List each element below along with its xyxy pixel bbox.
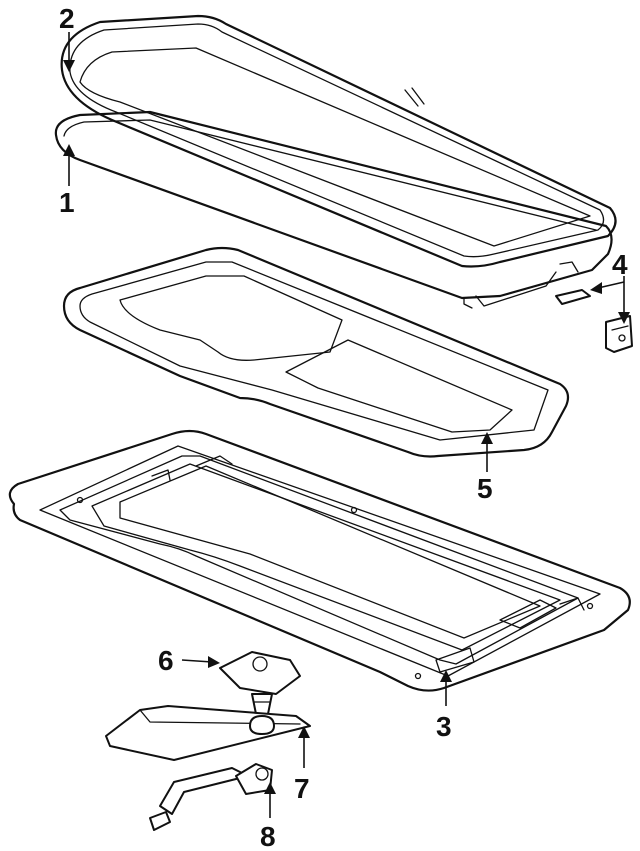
part-4-bracket (555, 289, 633, 353)
callout-labels: 2 1 4 5 3 6 7 8 (59, 3, 628, 851)
part-1-glass-panel (54, 110, 613, 309)
leader-lines (63, 32, 630, 818)
callout-5: 5 (477, 473, 493, 504)
part-5-sunshade-panel (62, 246, 570, 458)
part-3-housing-frame (8, 429, 631, 692)
part-2-weatherstrip (60, 14, 617, 268)
part-7-cover-plate (105, 705, 311, 761)
callout-8: 8 (260, 821, 276, 851)
callout-2: 2 (59, 3, 75, 34)
callout-6: 6 (158, 645, 174, 676)
part-6-drive-unit (219, 651, 301, 715)
callout-4: 4 (612, 249, 628, 280)
callout-1: 1 (59, 187, 75, 218)
part-8-crank-handle (149, 763, 273, 831)
callout-3: 3 (436, 711, 452, 742)
callout-7: 7 (294, 773, 310, 804)
